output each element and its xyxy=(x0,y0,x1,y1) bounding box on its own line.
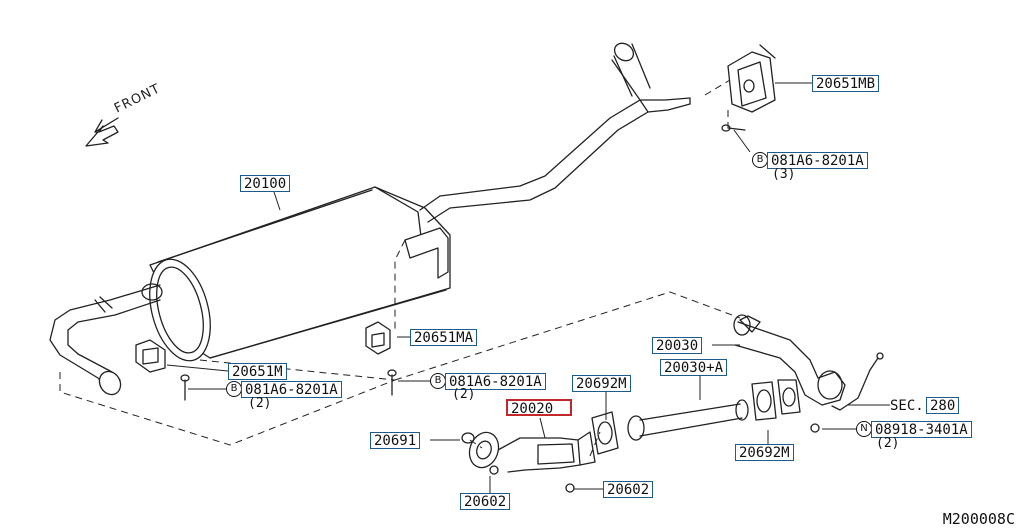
callout-081A6-8201A-top[interactable]: 081A6-8201A xyxy=(767,152,868,169)
callout-20100[interactable]: 20100 xyxy=(240,175,291,192)
callout-20020[interactable]: 20020 xyxy=(506,399,572,417)
nut-20602-left xyxy=(489,465,499,475)
rubber-mount-20651MB xyxy=(727,44,776,113)
bolt-prefix-b-left: B xyxy=(226,381,242,397)
callout-20692M-top[interactable]: 20692M xyxy=(572,375,631,392)
callout-20030[interactable]: 20030 xyxy=(652,337,703,354)
quantity-nut: (2) xyxy=(876,436,900,451)
bolt-prefix-b-top: B xyxy=(752,152,768,168)
callout-081A6-8201A-left[interactable]: 081A6-8201A xyxy=(241,381,342,398)
gasket-20692M-b xyxy=(751,381,777,421)
center-pipe-20030 xyxy=(733,314,846,406)
callout-20602-left[interactable]: 20602 xyxy=(460,493,511,510)
callout-20651MA[interactable]: 20651MA xyxy=(410,329,478,346)
callout-sec-280[interactable]: 280 xyxy=(926,397,960,414)
main-muffler xyxy=(149,186,451,362)
front-pipe-20030A xyxy=(627,399,749,441)
bolt-mid xyxy=(387,369,397,396)
catalyst-front-tube-20020 xyxy=(468,431,596,473)
callout-20651MB[interactable]: 20651MB xyxy=(812,75,880,92)
nut-20602-right xyxy=(565,483,575,493)
callout-20602-right[interactable]: 20602 xyxy=(603,481,654,498)
oxygen-sensor xyxy=(831,352,884,411)
nut-08918 xyxy=(810,423,820,433)
callout-20692M-bottom[interactable]: 20692M xyxy=(735,444,794,461)
gasket-20692M-c xyxy=(777,379,801,415)
nut-prefix-n: N xyxy=(856,421,872,437)
callout-081A6-8201A-mid[interactable]: 081A6-8201A xyxy=(445,373,546,390)
callout-20651M[interactable]: 20651M xyxy=(228,363,287,380)
callout-20030A[interactable]: 20030+A xyxy=(660,359,728,376)
quantity-top: (3) xyxy=(772,167,796,182)
callout-08918-3401A[interactable]: 08918-3401A xyxy=(871,421,972,438)
diagram-code: M200008C xyxy=(942,510,1015,528)
bolt-top xyxy=(721,124,746,132)
o-ring-20691 xyxy=(461,432,475,444)
rubber-mount-20651MA xyxy=(365,321,391,355)
sec-label: SEC. xyxy=(890,398,924,414)
quantity-mid: (2) xyxy=(452,387,476,402)
muffler-inlet-pipe xyxy=(49,283,163,396)
tail-pipe xyxy=(419,42,691,223)
front-arrow-icon xyxy=(85,117,119,147)
bolt-left xyxy=(180,374,190,401)
bolt-prefix-b-mid: B xyxy=(430,373,446,389)
quantity-left: (2) xyxy=(248,396,272,411)
rubber-mount-20651M xyxy=(135,339,166,373)
callout-20691[interactable]: 20691 xyxy=(370,432,421,449)
gasket-20692M-a xyxy=(591,411,619,455)
